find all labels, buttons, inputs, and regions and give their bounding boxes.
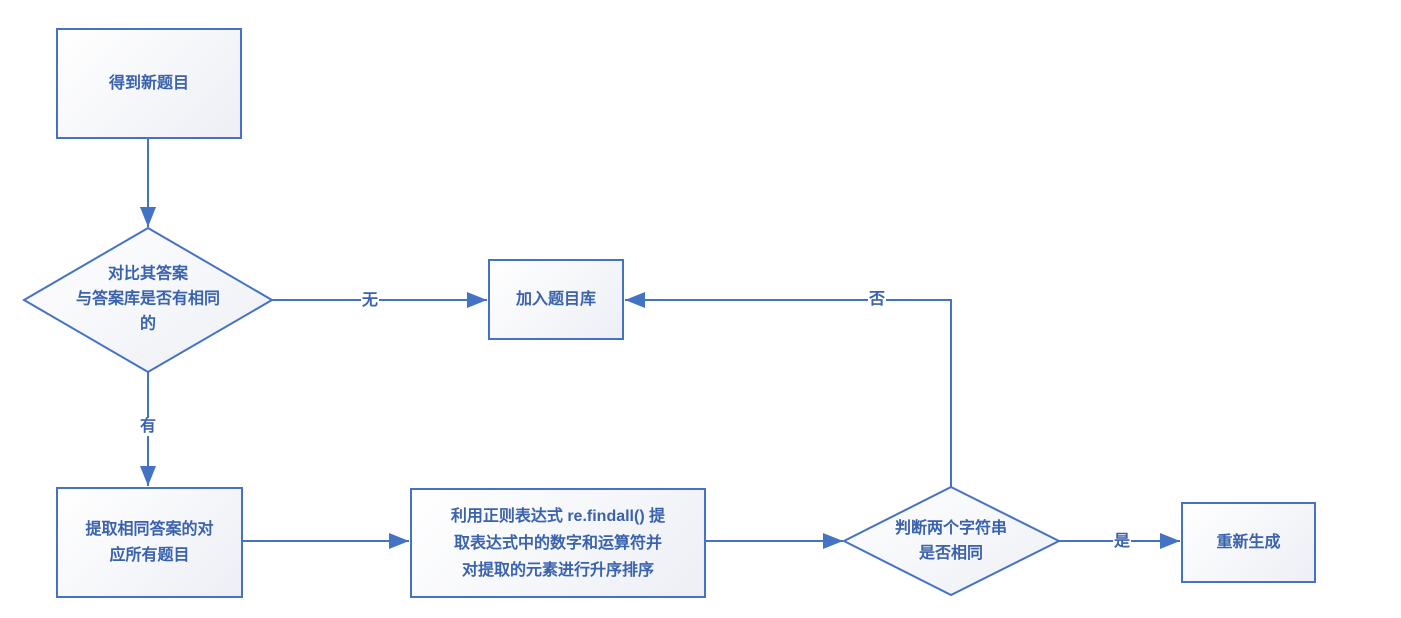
node-add-to-bank-label: 加入题目库 bbox=[515, 290, 596, 308]
decision-compare-answers-label: 对比其答案 与答案库是否有相同 的 bbox=[75, 265, 220, 333]
edge-label-none: 无 bbox=[360, 292, 380, 310]
edge-stringsequal-to-addbank-no bbox=[625, 292, 952, 487]
node-regex-sort: 利用正则表达式 re.findall() 提 取表达式中的数字和运算符并 对提取… bbox=[410, 488, 706, 598]
node-start-label: 得到新题目 bbox=[108, 74, 189, 92]
node-extract-questions-label: 提取相同答案的对 应所有题目 bbox=[85, 520, 214, 564]
node-regex-sort-label: 利用正则表达式 re.findall() 提 取表达式中的数字和运算符并 对提取… bbox=[450, 507, 666, 579]
decision-strings-equal-shape bbox=[841, 485, 1062, 597]
node-add-to-bank: 加入题目库 bbox=[488, 259, 624, 340]
edge-label-have: 有 bbox=[138, 418, 158, 436]
edge-label-no: 否 bbox=[867, 291, 887, 309]
decision-strings-equal-label: 判断两个字符串 是否相同 bbox=[894, 520, 1007, 562]
node-regenerate-label: 重新生成 bbox=[1216, 533, 1281, 551]
node-extract-questions: 提取相同答案的对 应所有题目 bbox=[56, 487, 243, 598]
edge-label-yes: 是 bbox=[1112, 533, 1132, 551]
node-regenerate: 重新生成 bbox=[1181, 502, 1316, 583]
node-start: 得到新题目 bbox=[56, 28, 242, 139]
decision-compare-answers-shape bbox=[22, 226, 274, 374]
